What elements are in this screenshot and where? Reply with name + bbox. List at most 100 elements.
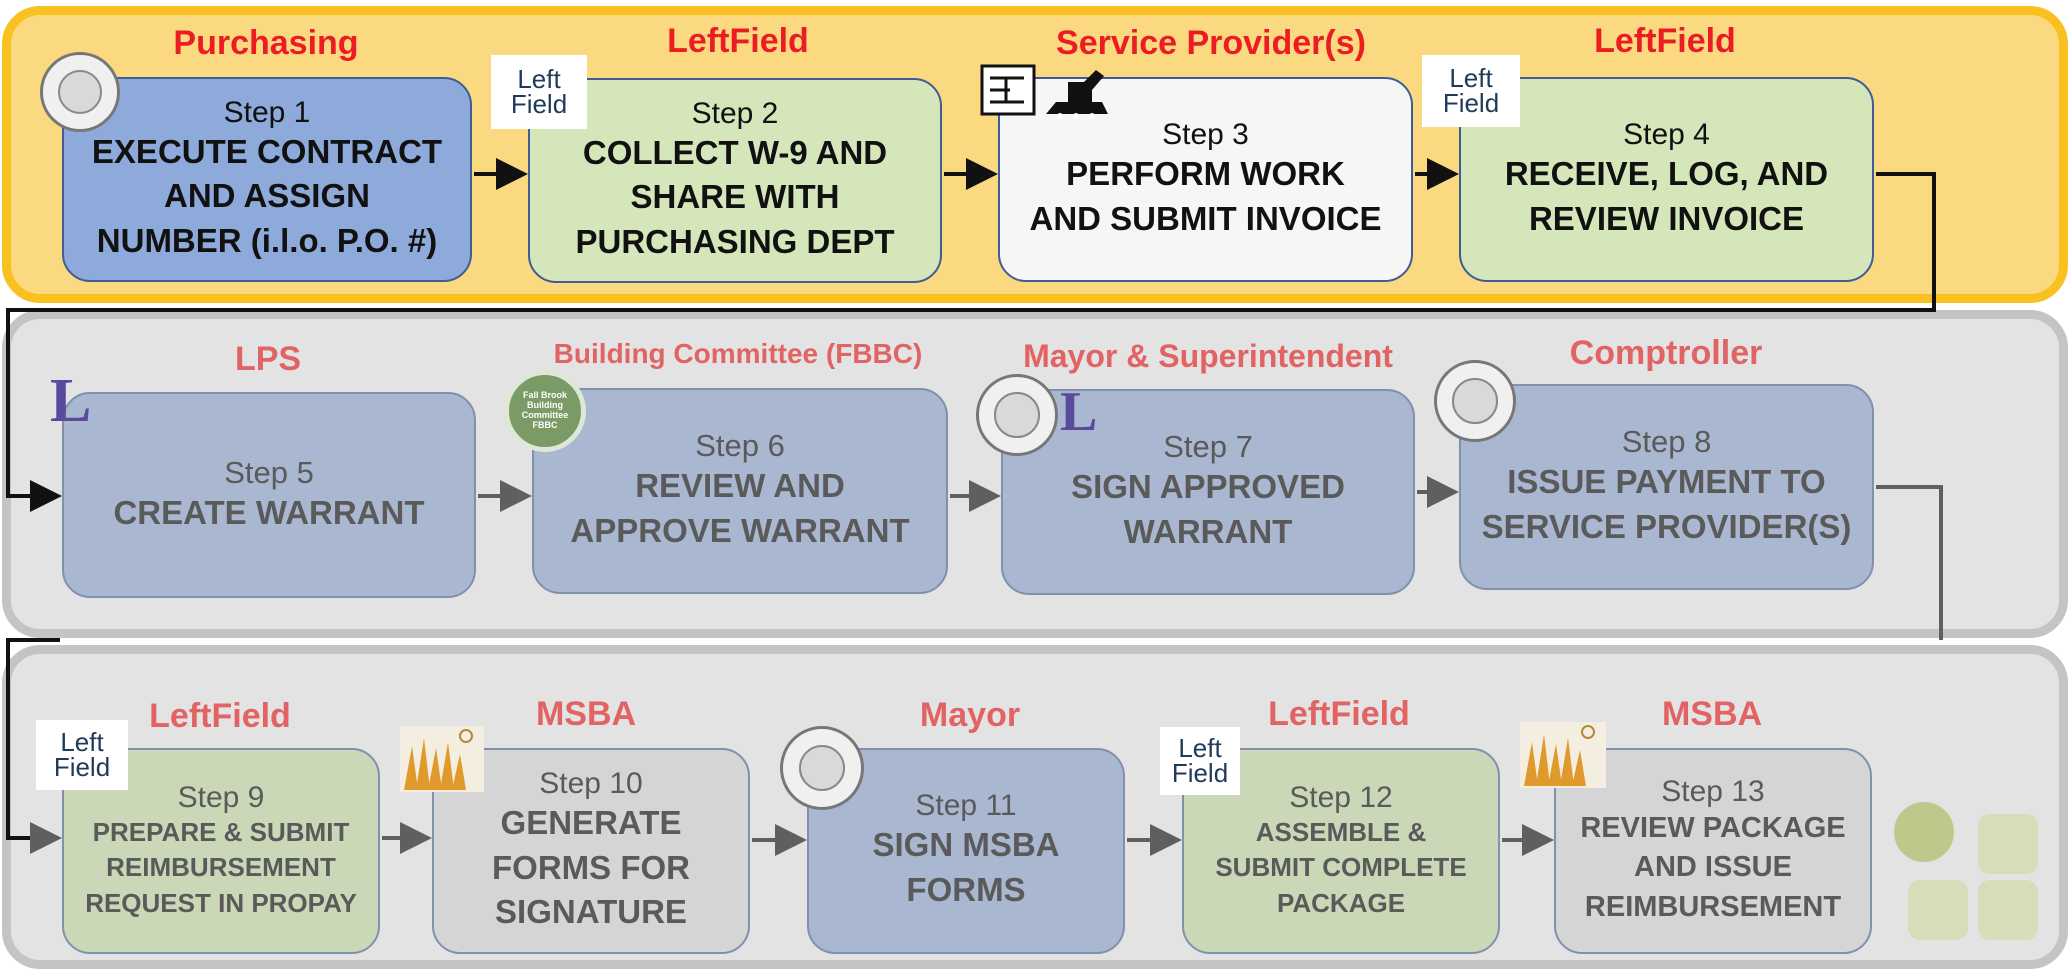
step-9-box: Step 9 PREPARE & SUBMIT REIMBURSEMENT RE… (62, 748, 380, 954)
step-3-box: Step 3 PERFORM WORK AND SUBMIT INVOICE (998, 77, 1413, 282)
step-13-title-line-2: AND ISSUE (1634, 851, 1792, 884)
decorative-square (1978, 880, 2038, 940)
step-10-number: Step 10 (539, 767, 643, 801)
step-1-title-line-2: AND ASSIGN (164, 177, 370, 215)
step-9-title-line-1: PREPARE & SUBMIT (92, 817, 350, 848)
step-6-title-line-1: REVIEW AND (635, 467, 845, 505)
step-11-title-line-1: SIGN MSBA (872, 826, 1060, 864)
leftfield-logo-text-1: Left (517, 64, 561, 95)
step-8-box: Step 8 ISSUE PAYMENT TO SERVICE PROVIDER… (1459, 384, 1874, 590)
actor-label-step-7: Mayor & Superintendent (1023, 338, 1393, 374)
actor-label-step-3: Service Provider(s) (1056, 24, 1366, 62)
leftfield-logo-text-1: Left (1449, 63, 1493, 94)
step-12-title-line-1: ASSEMBLE & (1255, 817, 1427, 848)
step-4-number: Step 4 (1623, 117, 1710, 151)
step-4-title-line-2: REVIEW INVOICE (1528, 199, 1805, 237)
step-8-number: Step 8 (1621, 424, 1712, 460)
step-1-number: Step 1 (223, 95, 311, 129)
leftfield-logo-text-2: Field (53, 752, 111, 782)
step-6-box: Step 6 REVIEW AND APPROVE WARRANT (532, 388, 948, 594)
leftfield-logo-text-2: Field (1442, 88, 1500, 118)
decorative-square (1908, 880, 1968, 940)
step-9-title-line-3: REQUEST IN PROPAY (85, 887, 357, 918)
step-8-title-line-2: SERVICE PROVIDER(S) (1481, 508, 1852, 545)
leftfield-logo-text-1: Left (1178, 733, 1222, 764)
step-12-title-line-2: SUBMIT COMPLETE (1215, 852, 1467, 883)
step-2-number: Step 2 (691, 96, 779, 130)
step-8-title-line-1: ISSUE PAYMENT TO (1507, 463, 1826, 501)
actor-label-step-12: LeftField (1268, 695, 1410, 733)
step-4-title-line-1: RECEIVE, LOG, AND (1504, 154, 1829, 192)
fbbc-logo-icon: Fall Brook Building Committee FBBC (504, 370, 586, 452)
connector-left-row-3 (6, 638, 62, 854)
step-4-box: Step 4 RECEIVE, LOG, AND REVIEW INVOICE (1459, 77, 1874, 282)
step-10-box: Step 10 GENERATE FORMS FOR SIGNATURE (432, 748, 750, 954)
city-seal-icon (1434, 360, 1516, 442)
step-5-box: Step 5 CREATE WARRANT (62, 392, 476, 598)
step-13-title-line-1: REVIEW PACKAGE (1580, 812, 1846, 845)
city-seal-icon (976, 374, 1058, 456)
actor-label-step-13: MSBA (1661, 695, 1763, 733)
step-11-title-line-2: FORMS (906, 871, 1026, 908)
decorative-circle (1894, 802, 1954, 862)
leftfield-logo-text-2: Field (510, 89, 568, 119)
step-9-number: Step 9 (177, 781, 265, 815)
step-2-box: Step 2 COLLECT W-9 AND SHARE WITH PURCHA… (528, 78, 942, 283)
step-9-title-line-2: REIMBURSEMENT (106, 852, 336, 883)
actor-label-step-6: Building Committee (FBBC) (553, 338, 923, 369)
actor-label-step-10: MSBA (535, 695, 637, 733)
step-11-box: Step 11 SIGN MSBA FORMS (807, 748, 1125, 954)
step-12-box: Step 12 ASSEMBLE & SUBMIT COMPLETE PACKA… (1182, 748, 1500, 954)
step-13-number: Step 13 (1661, 775, 1765, 809)
step-7-box: Step 7 SIGN APPROVED WARRANT (1001, 389, 1415, 595)
city-seal-icon (780, 726, 864, 810)
actor-label-step-11: Mayor (919, 696, 1021, 734)
leftfield-logo-icon: Left Field (1160, 727, 1240, 795)
decorative-square (1978, 814, 2038, 874)
step-10-title-line-2: FORMS FOR (492, 848, 690, 886)
city-seal-icon (40, 52, 120, 132)
step-7-title-line-2: WARRANT (1123, 513, 1293, 550)
step-12-number: Step 12 (1289, 781, 1393, 815)
step-1-box: Step 1 EXECUTE CONTRACT AND ASSIGN NUMBE… (62, 77, 472, 282)
step-3-title-line-2: AND SUBMIT INVOICE (1029, 199, 1382, 237)
step-2-title-line-3: PURCHASING DEPT (575, 222, 895, 260)
leftfield-logo-icon: Left Field (1422, 55, 1520, 127)
step-7-number: Step 7 (1163, 429, 1253, 465)
leftfield-logo-text-2: Field (1171, 758, 1229, 788)
step-2-title-line-1: COLLECT W-9 AND (582, 133, 888, 171)
actor-label-step-2: LeftField (667, 22, 809, 60)
lps-logo-icon: L (1060, 381, 1098, 443)
msba-logo-icon (1520, 722, 1606, 788)
step-6-number: Step 6 (695, 428, 785, 464)
lps-logo-icon: L (50, 367, 92, 435)
step-7-title-line-1: SIGN APPROVED (1071, 468, 1345, 506)
step-13-box: Step 13 REVIEW PACKAGE AND ISSUE REIMBUR… (1554, 748, 1872, 954)
connector-step-4-to-5 (6, 172, 1936, 512)
step-11-number: Step 11 (915, 789, 1017, 823)
step-13-title-line-3: REIMBURSEMENT (1584, 890, 1842, 923)
actor-label-step-8: Comptroller (1569, 334, 1763, 372)
actor-label-step-1: Purchasing (173, 24, 359, 62)
leftfield-logo-icon: Left Field (491, 55, 587, 129)
step-1-title-line-3: NUMBER (i.l.o. P.O. #) (96, 221, 438, 259)
leftfield-logo-text-1: Left (60, 727, 104, 758)
construction-icon (980, 64, 1108, 119)
step-5-number: Step 5 (224, 454, 314, 490)
connector-step-8-to-9 (1876, 485, 1943, 640)
step-3-title-line-1: PERFORM WORK (1066, 154, 1345, 192)
msba-logo-icon (400, 726, 484, 792)
step-1-title-line-1: EXECUTE CONTRACT (91, 132, 443, 170)
step-2-title-line-2: SHARE WITH (630, 178, 840, 216)
step-5-title-line-1: CREATE WARRANT (113, 493, 425, 531)
step-3-number: Step 3 (1162, 117, 1249, 151)
actor-label-step-5: LPS (234, 340, 302, 378)
step-10-title-line-3: SIGNATURE (495, 893, 687, 931)
step-6-title-line-2: APPROVE WARRANT (570, 512, 910, 549)
step-10-title-line-1: GENERATE (500, 804, 682, 842)
actor-label-step-4: LeftField (1594, 22, 1736, 60)
actor-label-step-9: LeftField (149, 697, 291, 735)
step-12-title-line-3: PACKAGE (1276, 887, 1406, 918)
leftfield-logo-icon: Left Field (36, 720, 128, 790)
